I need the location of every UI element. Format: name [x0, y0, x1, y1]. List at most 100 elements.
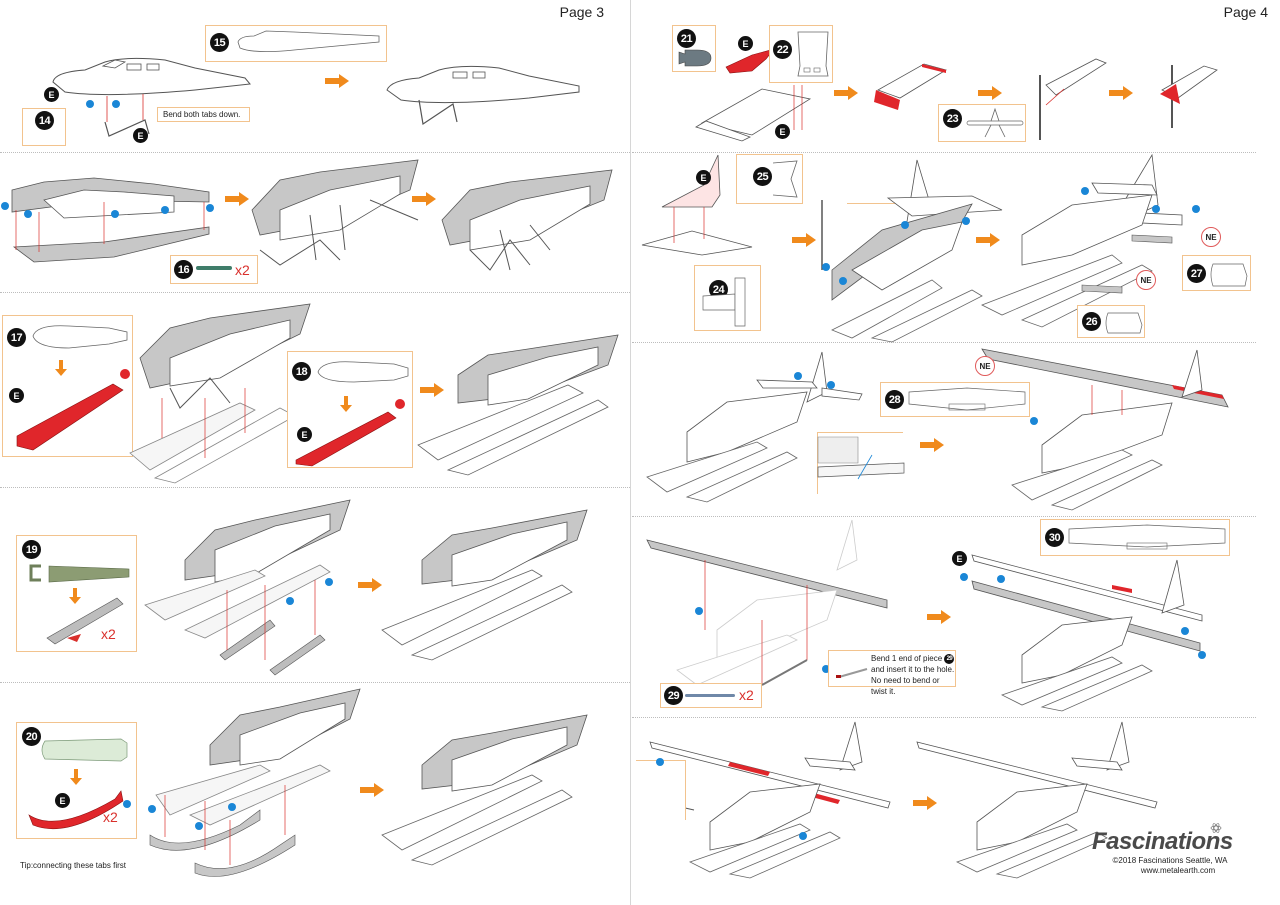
- etch-marker: E: [952, 551, 967, 566]
- fin-part-25-outline: [772, 160, 798, 198]
- plane-tail-install-illustration: [821, 159, 1003, 343]
- cowl-folding-illustration: [874, 63, 948, 110]
- callout-strut-detail: [636, 760, 686, 820]
- connection-dot: [901, 221, 909, 229]
- float-bottom-part-20: [41, 738, 128, 762]
- strut-part-29: [685, 694, 735, 697]
- atom-logo-icon: [1210, 823, 1222, 833]
- float-bottoms-assembled-illustration: [381, 714, 588, 866]
- connection-dot: [111, 210, 119, 218]
- connection-dot: [1152, 205, 1160, 213]
- next-step-arrow-icon: [358, 578, 382, 592]
- copyright-text: ©2018 Fascinations Seattle, WA: [1112, 856, 1228, 865]
- callout-tail-detail: [847, 154, 913, 204]
- connection-dot: [228, 803, 236, 811]
- etch-marker: E: [775, 124, 790, 139]
- callout-step-30: 30: [1040, 519, 1230, 556]
- connection-dot: [1030, 417, 1038, 425]
- step-number-badge: 19: [22, 540, 41, 559]
- fuselage-side-illustration: [52, 57, 251, 137]
- nose-red-illustration: [725, 48, 775, 74]
- fuselage-struts-assembled-illustration: [441, 169, 613, 271]
- plane-complete-illustration: [916, 721, 1158, 879]
- step-number-badge: 20: [22, 727, 41, 746]
- page-number: Page 4: [1223, 4, 1268, 20]
- plane-wing-install-illustration: [981, 348, 1229, 511]
- callout-bend-tabs: Bend both tabs down.: [157, 107, 250, 122]
- quantity-label: x2: [235, 262, 250, 278]
- etch-marker: E: [696, 170, 711, 185]
- elevator-part-27-outline: [1210, 263, 1248, 287]
- callout-tail-joint-detail: [817, 432, 905, 494]
- step-number-badge: 17: [7, 328, 26, 347]
- fuselage-with-struts-illustration: [251, 159, 419, 266]
- connection-dot: [962, 217, 970, 225]
- step-number-badge: 14: [35, 111, 54, 130]
- step-number-badge: 18: [292, 362, 311, 381]
- callout-step-14: 14: [22, 108, 66, 146]
- plane-tail-assembled-illustration: [981, 153, 1183, 328]
- etch-marker: E: [133, 128, 148, 143]
- etch-marker: E: [44, 87, 59, 102]
- next-step-arrow-icon: [225, 192, 249, 206]
- connection-dot: [960, 573, 968, 581]
- callout-step-25: 25: [736, 154, 803, 204]
- connection-dot: [1, 202, 9, 210]
- connection-dot: [695, 607, 703, 615]
- connection-dot: [1198, 651, 1206, 659]
- down-arrow-icon: [70, 769, 82, 785]
- piece-reference-badge: 29: [944, 654, 955, 664]
- callout-step-27: 27: [1182, 255, 1251, 291]
- connection-dot: [195, 822, 203, 830]
- step-number-badge: 22: [773, 40, 792, 59]
- no-etch-marker: NE: [1136, 270, 1156, 290]
- step-number-badge: 27: [1187, 264, 1206, 283]
- tail-joint-detail-illustration: [817, 436, 905, 480]
- step-number-badge: 24: [709, 280, 728, 299]
- connection-dot: [822, 665, 830, 673]
- connection-dot: [656, 758, 664, 766]
- callout-step-29: 29 x2: [660, 683, 762, 708]
- connection-dot: [799, 832, 807, 840]
- connection-dot: [24, 210, 32, 218]
- website-link[interactable]: www.metalearth.com: [1140, 866, 1216, 875]
- elevator-part-26-outline: [1105, 312, 1143, 334]
- plane-before-wing-illustration: [646, 351, 863, 503]
- next-step-arrow-icon: [325, 74, 349, 88]
- plane-wings-assembled-illustration: [971, 554, 1203, 712]
- step-number-badge: 26: [1082, 312, 1101, 331]
- step-number-badge: 29: [664, 686, 683, 705]
- etch-marker: E: [738, 36, 753, 51]
- callout-step-16: 16 x2: [170, 255, 258, 284]
- float-part-18-outline: [317, 361, 409, 383]
- step-number-badge: 15: [210, 33, 229, 52]
- step-number-badge: 25: [753, 167, 772, 186]
- etch-marker: E: [297, 427, 312, 442]
- connection-dot: [86, 100, 94, 108]
- page-3: Page 3 E E 14 15 Bend both tabs do: [0, 0, 630, 905]
- next-step-arrow-icon: [412, 192, 436, 206]
- next-step-arrow-icon: [976, 233, 1000, 247]
- next-step-arrow-icon: [1109, 86, 1133, 100]
- callout-step-24: 24: [694, 265, 761, 331]
- connection-dot: [286, 597, 294, 605]
- callout-step-28: 28: [880, 382, 1030, 417]
- brand-logo: Fascinations: [1092, 828, 1233, 855]
- bend-piece-note: Bend 1 end of piece 29 and insert it to …: [871, 654, 955, 697]
- tip-note: Tip:connecting these tabs first: [20, 861, 126, 870]
- callout-step-21: 21: [672, 25, 716, 72]
- cowl-part-22-outline: [797, 31, 829, 77]
- next-step-arrow-icon: [792, 233, 816, 247]
- callout-step-19: 19 x2: [16, 535, 137, 652]
- next-step-arrow-icon: [360, 783, 384, 797]
- callout-bend-piece: Bend 1 end of piece 29 and insert it to …: [828, 650, 956, 696]
- fuselage-floats-assembled-illustration: [417, 334, 619, 476]
- connection-dot: [822, 263, 830, 271]
- bend-piece-line-3: No need to bend or twist it.: [871, 675, 940, 696]
- connection-dot: [997, 575, 1005, 583]
- down-arrow-icon: [340, 396, 352, 412]
- float-rudders-assembled-illustration: [381, 509, 588, 661]
- section-divider: [0, 292, 630, 293]
- next-step-arrow-icon: [927, 610, 951, 624]
- float-rudders-exploded-illustration: [144, 499, 351, 676]
